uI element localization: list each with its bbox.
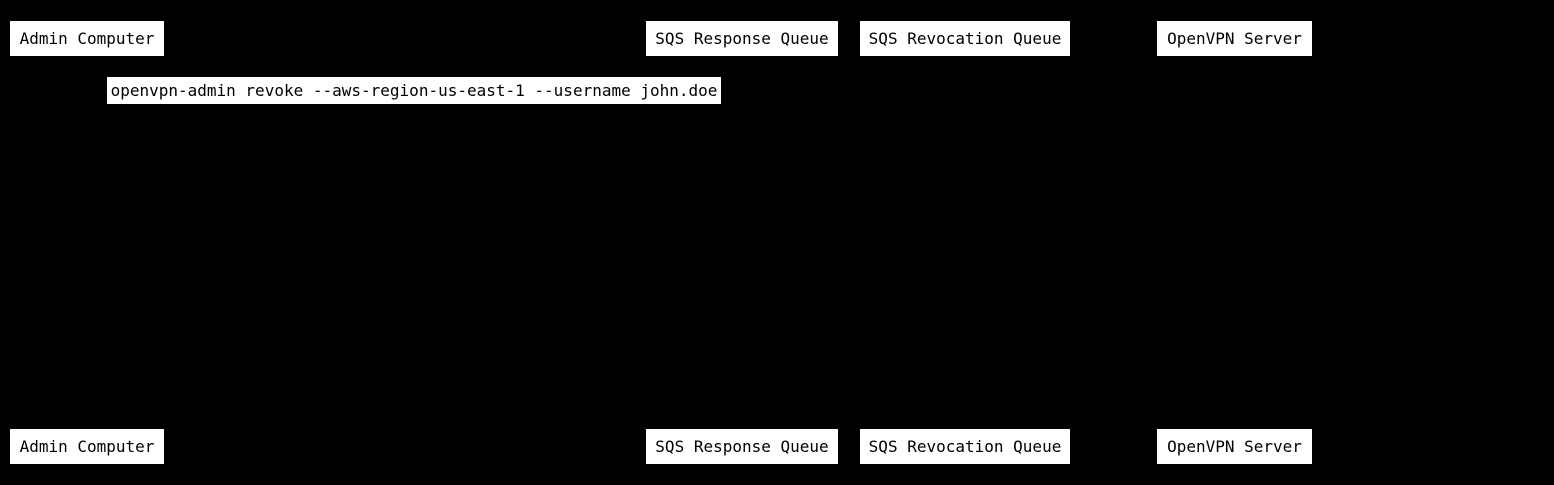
- participant-admin-computer-top: Admin Computer: [10, 21, 164, 56]
- participant-admin-computer-bottom: Admin Computer: [10, 429, 164, 464]
- participant-sqs-revocation-queue-top: SQS Revocation Queue: [860, 21, 1070, 56]
- participant-sqs-response-queue-top: SQS Response Queue: [646, 21, 838, 56]
- participant-sqs-revocation-queue-bottom: SQS Revocation Queue: [860, 429, 1070, 464]
- revoke-command-message-label: openvpn-admin revoke --aws-region-us-eas…: [107, 77, 721, 104]
- participant-sqs-response-queue-bottom: SQS Response Queue: [646, 429, 838, 464]
- participant-openvpn-server-bottom: OpenVPN Server: [1157, 429, 1312, 464]
- participant-openvpn-server-top: OpenVPN Server: [1157, 21, 1312, 56]
